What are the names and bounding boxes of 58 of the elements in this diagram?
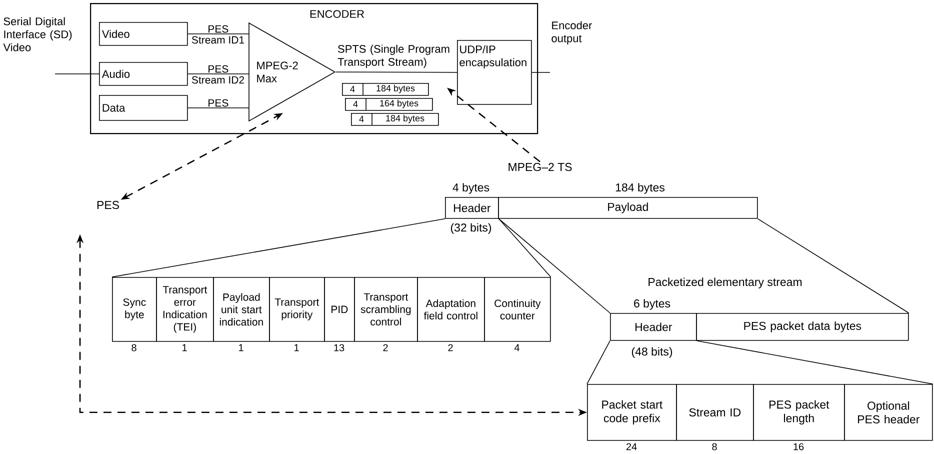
header-box: Header	[610, 313, 697, 341]
bit-width-label: 2	[383, 344, 388, 352]
field-cell: Transport priority	[269, 277, 325, 342]
bit-width-label: 16	[794, 443, 804, 450]
bit-width-label: 24	[626, 443, 637, 450]
input-box: Audio	[99, 62, 188, 86]
expansion-line	[498, 218, 610, 314]
input-box: Video	[99, 22, 188, 46]
header-box: Header	[445, 197, 499, 219]
expansion-line	[696, 340, 934, 384]
size-label: (48 bits)	[632, 347, 672, 358]
expansion-line	[498, 218, 552, 278]
bit-width-label: 1	[239, 344, 244, 352]
packet-box: 4 184 bytes	[342, 82, 429, 96]
field-cell: Sync byte	[112, 277, 157, 342]
size-label: (32 bits)	[450, 223, 492, 234]
output-label: Encoder output	[552, 21, 592, 44]
text-label: Stream ID2	[192, 76, 244, 84]
source-label: Serial Digital Interface (SD) Video	[3, 17, 72, 52]
stream-label: PES	[97, 200, 119, 210]
payload-box: PES packet data bytes	[696, 313, 909, 341]
size-label: 184 bytes	[616, 183, 664, 194]
field-cell: Stream ID	[676, 384, 754, 441]
encapsulation-box: UDP/IP encapsulation	[457, 40, 532, 105]
field-cell: Adaptation field control	[417, 277, 485, 342]
bit-width-label: 4	[514, 344, 520, 352]
bit-width-label: 2	[448, 344, 453, 352]
field-cell: Transport scrambling control	[354, 277, 418, 342]
bit-width-label: 8	[132, 344, 136, 352]
packet-box: 4 164 bytes	[345, 98, 433, 111]
size-label: 4 bytes	[452, 183, 490, 194]
bit-width-label: 1	[294, 344, 299, 352]
size-label: 6 bytes	[634, 299, 670, 310]
edge-label: PES	[208, 65, 228, 73]
bit-width-label: 1	[182, 344, 187, 352]
edge-label: PES	[208, 99, 228, 107]
input-box: Data	[99, 95, 188, 121]
field-cell: PID	[324, 277, 355, 342]
connector-line	[336, 72, 458, 73]
field-cell: Transport error Indication (TEI)	[156, 277, 214, 342]
expansion-line	[586, 340, 610, 384]
edge-label: PES	[208, 25, 228, 33]
payload-box: Payload	[498, 197, 758, 219]
field-cell: Continuity counter	[484, 277, 551, 342]
text-label: Stream ID1	[192, 36, 244, 44]
field-cell: PES packet length	[753, 384, 845, 441]
field-cell: Packet start code prefix	[587, 384, 677, 441]
expansion-line	[757, 218, 910, 314]
bit-width-label: 8	[712, 443, 717, 450]
field-cell: Optional PES header	[844, 384, 933, 441]
text-label: Packetized elementary stream	[648, 278, 802, 288]
stream-label: MPEG–2 TS	[508, 162, 572, 172]
field-cell: Payload unit start indication	[213, 277, 270, 342]
bit-width-label: 13	[334, 344, 344, 352]
packet-box: 4 184 bytes	[351, 112, 439, 126]
edge-label: SPTS (Single Program Transport Stream)	[338, 44, 450, 68]
connector-line	[531, 72, 550, 73]
expansion-line	[112, 218, 446, 278]
